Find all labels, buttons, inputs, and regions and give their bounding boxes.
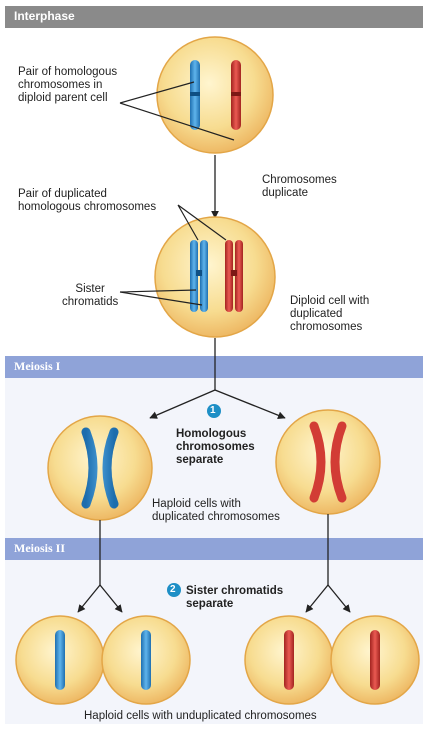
final-blue-chromosome-2 (141, 630, 151, 690)
haploid-cell-blue (47, 415, 153, 521)
blue-x-chromosome-shade (81, 427, 119, 509)
blue-duplicated-centromere (196, 270, 202, 276)
meiosis2-title: Meiosis II (14, 541, 65, 555)
haploid-duplicated-label: Haploid cells with duplicated chromosome… (152, 498, 280, 523)
meiosis2-arrow-rr (327, 584, 351, 613)
homologous-pair-label: Pair of homologous chromosomes in diploi… (18, 66, 118, 104)
haploid-cell-red (275, 409, 381, 515)
red-x-chromosome (309, 421, 347, 503)
meiosis2-arrow-rl (305, 584, 329, 613)
sister-chromatids-label: Sister chromatids (62, 283, 119, 308)
final-blue-chromosome-1 (55, 630, 65, 690)
homologous-separate-label: Homologous chromosomes separate (176, 428, 255, 466)
step1-number: 1 (210, 405, 216, 416)
interphase-bar (5, 6, 423, 28)
blue-chromatid-right (200, 240, 208, 312)
diploid-cell-label: Diploid cell with duplicated chromosomes (290, 295, 370, 333)
duplicated-pair-label: Pair of duplicated homologous chromosome… (18, 188, 157, 213)
step2-badge (167, 583, 181, 597)
meiosis1-arrow-right (214, 389, 286, 420)
red-duplicated-centromere (231, 270, 237, 276)
meiosis1-bar (5, 356, 423, 378)
blue-chromatid-left (190, 240, 198, 312)
final-red-chromosome-2 (370, 630, 380, 690)
sister-chromatid-pointer (119, 289, 203, 306)
meiosis2-bar (5, 538, 423, 560)
meiosis1-title: Meiosis I (14, 359, 61, 373)
chromosomes-duplicate-label: Chromosomes duplicate (262, 174, 337, 199)
red-chromatid-right (235, 240, 243, 312)
duplicated-pair-pointer (177, 204, 227, 241)
meiosis2-arrow-ll (77, 584, 101, 613)
final-red-chromosome-1 (284, 630, 294, 690)
interphase-title: Interphase (14, 9, 75, 23)
red-centromere (231, 92, 241, 96)
step2-number: 2 (170, 584, 176, 595)
blue-x-chromosome (81, 427, 119, 509)
haploid-unduplicated-label: Haploid cells with unduplicated chromoso… (84, 710, 317, 722)
parent-cell (156, 36, 274, 154)
homologous-pointer (119, 81, 235, 141)
diploid-cell (154, 216, 276, 338)
meiosis1-arrow-left (149, 389, 216, 419)
sister-separate-label: Sister chromatids separate (186, 585, 284, 610)
red-chromatid-left (225, 240, 233, 312)
meiosis2-arrow-lr (99, 584, 123, 613)
blue-centromere (190, 92, 200, 96)
step1-badge (207, 404, 221, 418)
